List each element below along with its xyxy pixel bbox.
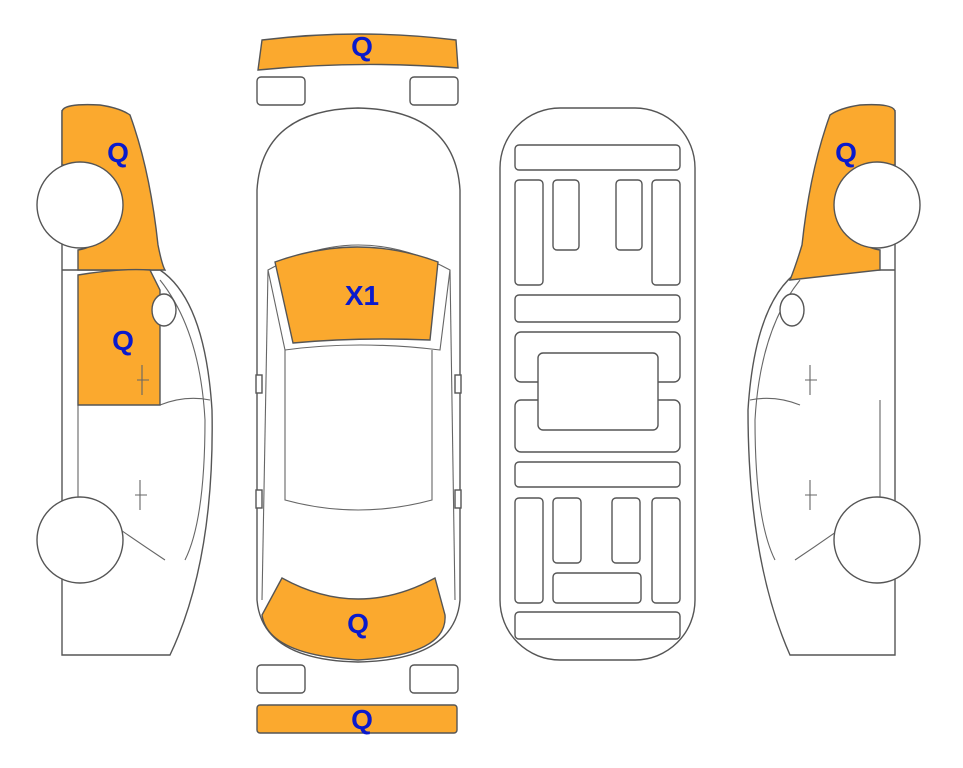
front-right-light[interactable] [409, 76, 459, 106]
right-front-fender-label: Q [835, 137, 857, 168]
left-front-door-label: Q [112, 325, 134, 356]
rear-bumper[interactable]: Q [256, 704, 458, 735]
left-front-fender-label: Q [107, 137, 129, 168]
right-side-mirror [779, 293, 805, 327]
windshield-label: X1 [345, 280, 379, 311]
windshield[interactable]: X1 [274, 246, 439, 344]
right-rear-wheel[interactable] [833, 496, 921, 584]
rear-left-light[interactable] [256, 664, 306, 694]
left-handle [255, 489, 263, 509]
underside-view[interactable] [499, 107, 696, 661]
front-left-light[interactable] [256, 76, 306, 106]
left-mirror [255, 374, 263, 394]
rear-right-light[interactable] [409, 664, 459, 694]
right-mirror [454, 374, 462, 394]
front-bumper-label: Q [351, 31, 373, 62]
rear-bumper-label: Q [351, 704, 373, 735]
right-front-wheel[interactable] [833, 161, 921, 249]
right-handle [454, 489, 462, 509]
left-side-mirror [151, 293, 177, 327]
rear-trunk-label: Q [347, 608, 369, 639]
top-view-car [255, 107, 462, 663]
left-rear-wheel[interactable] [36, 496, 124, 584]
left-front-wheel[interactable] [36, 161, 124, 249]
rear-trunk[interactable]: Q [261, 576, 446, 661]
left-front-door[interactable]: Q [77, 268, 177, 406]
front-bumper[interactable]: Q [257, 31, 459, 71]
